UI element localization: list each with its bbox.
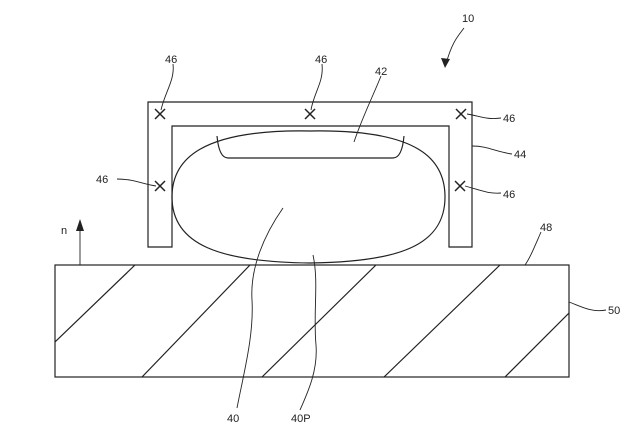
leader-46-top-right [466,113,502,119]
leader-46-mid-left [116,178,157,187]
substrate-hatching [55,265,569,377]
mass-body [171,130,446,264]
normal-arrow: n [61,219,84,265]
x-mark-top-left [154,108,166,120]
x-mark-mid-left [154,180,166,192]
label-50: 50 [608,305,620,317]
label-44: 44 [514,149,526,161]
leader-lines [116,27,607,411]
label-40: 40 [227,413,239,425]
leader-40p [299,254,317,411]
substrate-block [54,264,570,378]
label-40p: 40P [291,413,311,425]
label-46-top-right: 46 [503,113,515,125]
leader-46-mid-right [464,185,502,194]
leader-10-arrow-icon [441,58,450,68]
label-42: 42 [375,66,387,78]
recess-region [216,135,405,159]
leader-40 [236,207,284,409]
reference-labels: 10 46 46 42 46 44 46 46 48 50 40 40P [96,13,620,425]
substrate-outline [54,264,570,378]
label-10: 10 [462,13,474,25]
label-46-mid-right: 46 [503,189,515,201]
housing-cap [147,101,473,248]
label-46-top-left: 46 [165,54,177,66]
label-46-mid-left: 46 [96,174,108,186]
leader-50 [568,301,607,312]
leader-46-top-left [160,63,174,111]
leader-42 [353,75,382,143]
leader-46-top-center [310,63,323,111]
leader-48 [524,231,542,266]
x-mark-top-right [455,108,467,120]
leader-10 [445,27,465,65]
attachment-marks [154,108,467,192]
x-mark-top-center [304,108,316,120]
x-mark-mid-right [454,180,466,192]
leader-44 [471,145,513,155]
label-n: n [61,225,67,237]
arrow-head-icon [76,219,84,231]
label-48: 48 [540,222,552,234]
label-46-top-center: 46 [315,54,327,66]
